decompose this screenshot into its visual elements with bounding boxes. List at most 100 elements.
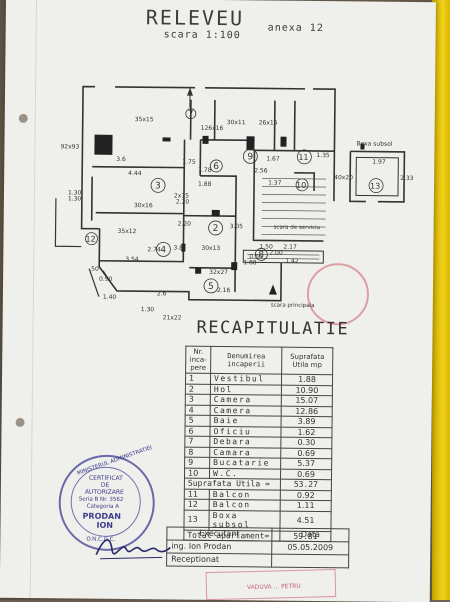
dim-label: 30x11: [227, 119, 246, 126]
row-nr: 1: [185, 373, 210, 384]
stamp-line: Seria B Nr. 3562: [79, 497, 124, 503]
document-sheet: RELEVEU anexa 12 scara 1:100: [0, 0, 436, 602]
row-nr: 10: [184, 468, 209, 479]
row-area: 5.37: [281, 458, 332, 469]
row-name: Camera: [210, 394, 281, 405]
room-number: 2: [213, 224, 219, 234]
dim-label: 1.30: [68, 195, 82, 202]
room-number: 12: [85, 235, 95, 244]
dim-label: 2.20: [178, 221, 192, 228]
row-name: Debara: [210, 436, 281, 447]
row-area: 3.89: [281, 416, 332, 427]
executant-name: ing. Ion Prodan: [167, 540, 272, 554]
red-stamp-top: [307, 263, 370, 326]
dim-label: 1.88: [198, 181, 212, 188]
row-area: 1.11: [280, 500, 331, 511]
row-name: Balcon: [209, 489, 280, 500]
row-nr: 3: [185, 394, 210, 405]
dim-label: 126x16: [201, 125, 224, 132]
row-nr: 7: [185, 436, 210, 447]
row-name: Bucatarie: [210, 457, 281, 468]
dim-label: 4.44: [128, 170, 142, 177]
dim-label: 50: [91, 266, 99, 273]
punch-hole: [16, 418, 25, 427]
north-arrow-head: [187, 88, 193, 96]
boxa-title: Boxa subsol: [356, 140, 392, 147]
row-area: 1.62: [281, 427, 332, 438]
row-nr: 9: [185, 457, 210, 468]
dim-label: 2.00: [269, 250, 283, 257]
dim-label: 3.54: [125, 256, 139, 263]
room-number: 8: [258, 250, 264, 260]
row-area: 12.86: [281, 406, 332, 417]
floor-plan: 35x15 126x16 30x11 26x15 92x93 3.6 4.44 …: [3, 0, 436, 322]
row-name: Baie: [210, 415, 281, 426]
row-area: 0.92: [280, 490, 331, 501]
row-nr: 8: [185, 447, 210, 458]
dim-label: 1.75: [182, 159, 196, 166]
row-name: Camera: [210, 405, 281, 416]
recap-title: RECAPITULATIE: [196, 318, 349, 340]
subtotal-label: Suprafata Utila =: [184, 478, 280, 490]
dim-label: 35x15: [135, 116, 154, 123]
subtotal-value: 53.27: [280, 479, 331, 490]
row-nr: 5: [185, 415, 210, 426]
room-number: 5: [208, 282, 214, 292]
dim-label: 2.33: [400, 175, 414, 182]
receptie-date: [272, 554, 349, 568]
col-nr: Nr. inca-pere: [186, 346, 211, 373]
dim-label: 26x15: [259, 119, 278, 126]
dim-label: 1.97: [372, 159, 386, 166]
room-number: 13: [370, 182, 380, 191]
recap-table: Nr. inca-pere Denumirea incaperii Supraf…: [183, 346, 333, 543]
room-number: 6: [213, 162, 219, 172]
stamp-line: AUTORIZARE: [85, 489, 124, 496]
row-area: 0.69: [281, 448, 332, 459]
dim-label: 21x22: [163, 314, 182, 321]
dim-label: 3.05: [230, 223, 244, 230]
subtotal-row: Suprafata Utila = 53.27: [184, 478, 331, 490]
room-number: 10: [296, 181, 306, 190]
room-number: 4: [160, 245, 166, 255]
dim-label: 1.30: [141, 306, 155, 313]
dim-label: 32x27: [209, 269, 228, 276]
dim-label: 2.17: [283, 244, 297, 251]
receptie-label: Receptionat: [167, 553, 272, 567]
row-area: 15.07: [281, 395, 332, 406]
row-area: 0.30: [281, 437, 332, 448]
dim-label: 2.6: [157, 290, 167, 297]
stamp-name: PRODAN: [83, 512, 121, 521]
dim-label: 30x16: [134, 202, 153, 209]
row-name: Hol: [210, 384, 281, 395]
dim-label: 1.40: [103, 294, 117, 301]
red-stamp-bottom: VADUVA ... PETRU: [206, 569, 337, 600]
dim-label: 92x93: [60, 143, 79, 150]
stamp-name: ION: [96, 521, 113, 530]
dim-label: 1.78: [198, 167, 212, 174]
row-name: W.C.: [209, 468, 280, 479]
dim-label: 1.67: [266, 155, 280, 162]
room-number: 7: [188, 110, 194, 120]
stamp-line: Categoria A: [87, 504, 119, 510]
row-nr: 12: [184, 499, 209, 510]
date-header: Data: [272, 528, 349, 542]
row-name: Camara: [210, 447, 281, 458]
executant-date: 05.05.2009: [272, 541, 349, 555]
stair-service-label: scara de serviciu: [274, 225, 321, 231]
row-area: 10.90: [281, 385, 332, 396]
row-name: Vestibul: [210, 373, 281, 384]
row-name: Balcon: [209, 499, 280, 510]
row-nr: 11: [184, 489, 209, 500]
dim-label: 3.8: [173, 245, 183, 252]
dim-label: 1.37: [268, 180, 282, 187]
entrance-arrow: [269, 285, 277, 295]
executant-table: Executant Data ing. Ion Prodan 05.05.200…: [166, 526, 349, 568]
red-stamp-text: VADUVA ... PETRU: [247, 583, 301, 591]
row-area: 1.88: [281, 374, 332, 385]
recap-header-row: Nr. inca-pere Denumirea incaperii Supraf…: [186, 346, 333, 375]
col-area: Suprafata Utila mp: [282, 347, 333, 375]
dim-label: 40x20: [334, 174, 353, 181]
dim-label: 2.20: [176, 199, 190, 206]
row-nr: 2: [185, 384, 210, 395]
room-number: 3: [155, 181, 161, 191]
